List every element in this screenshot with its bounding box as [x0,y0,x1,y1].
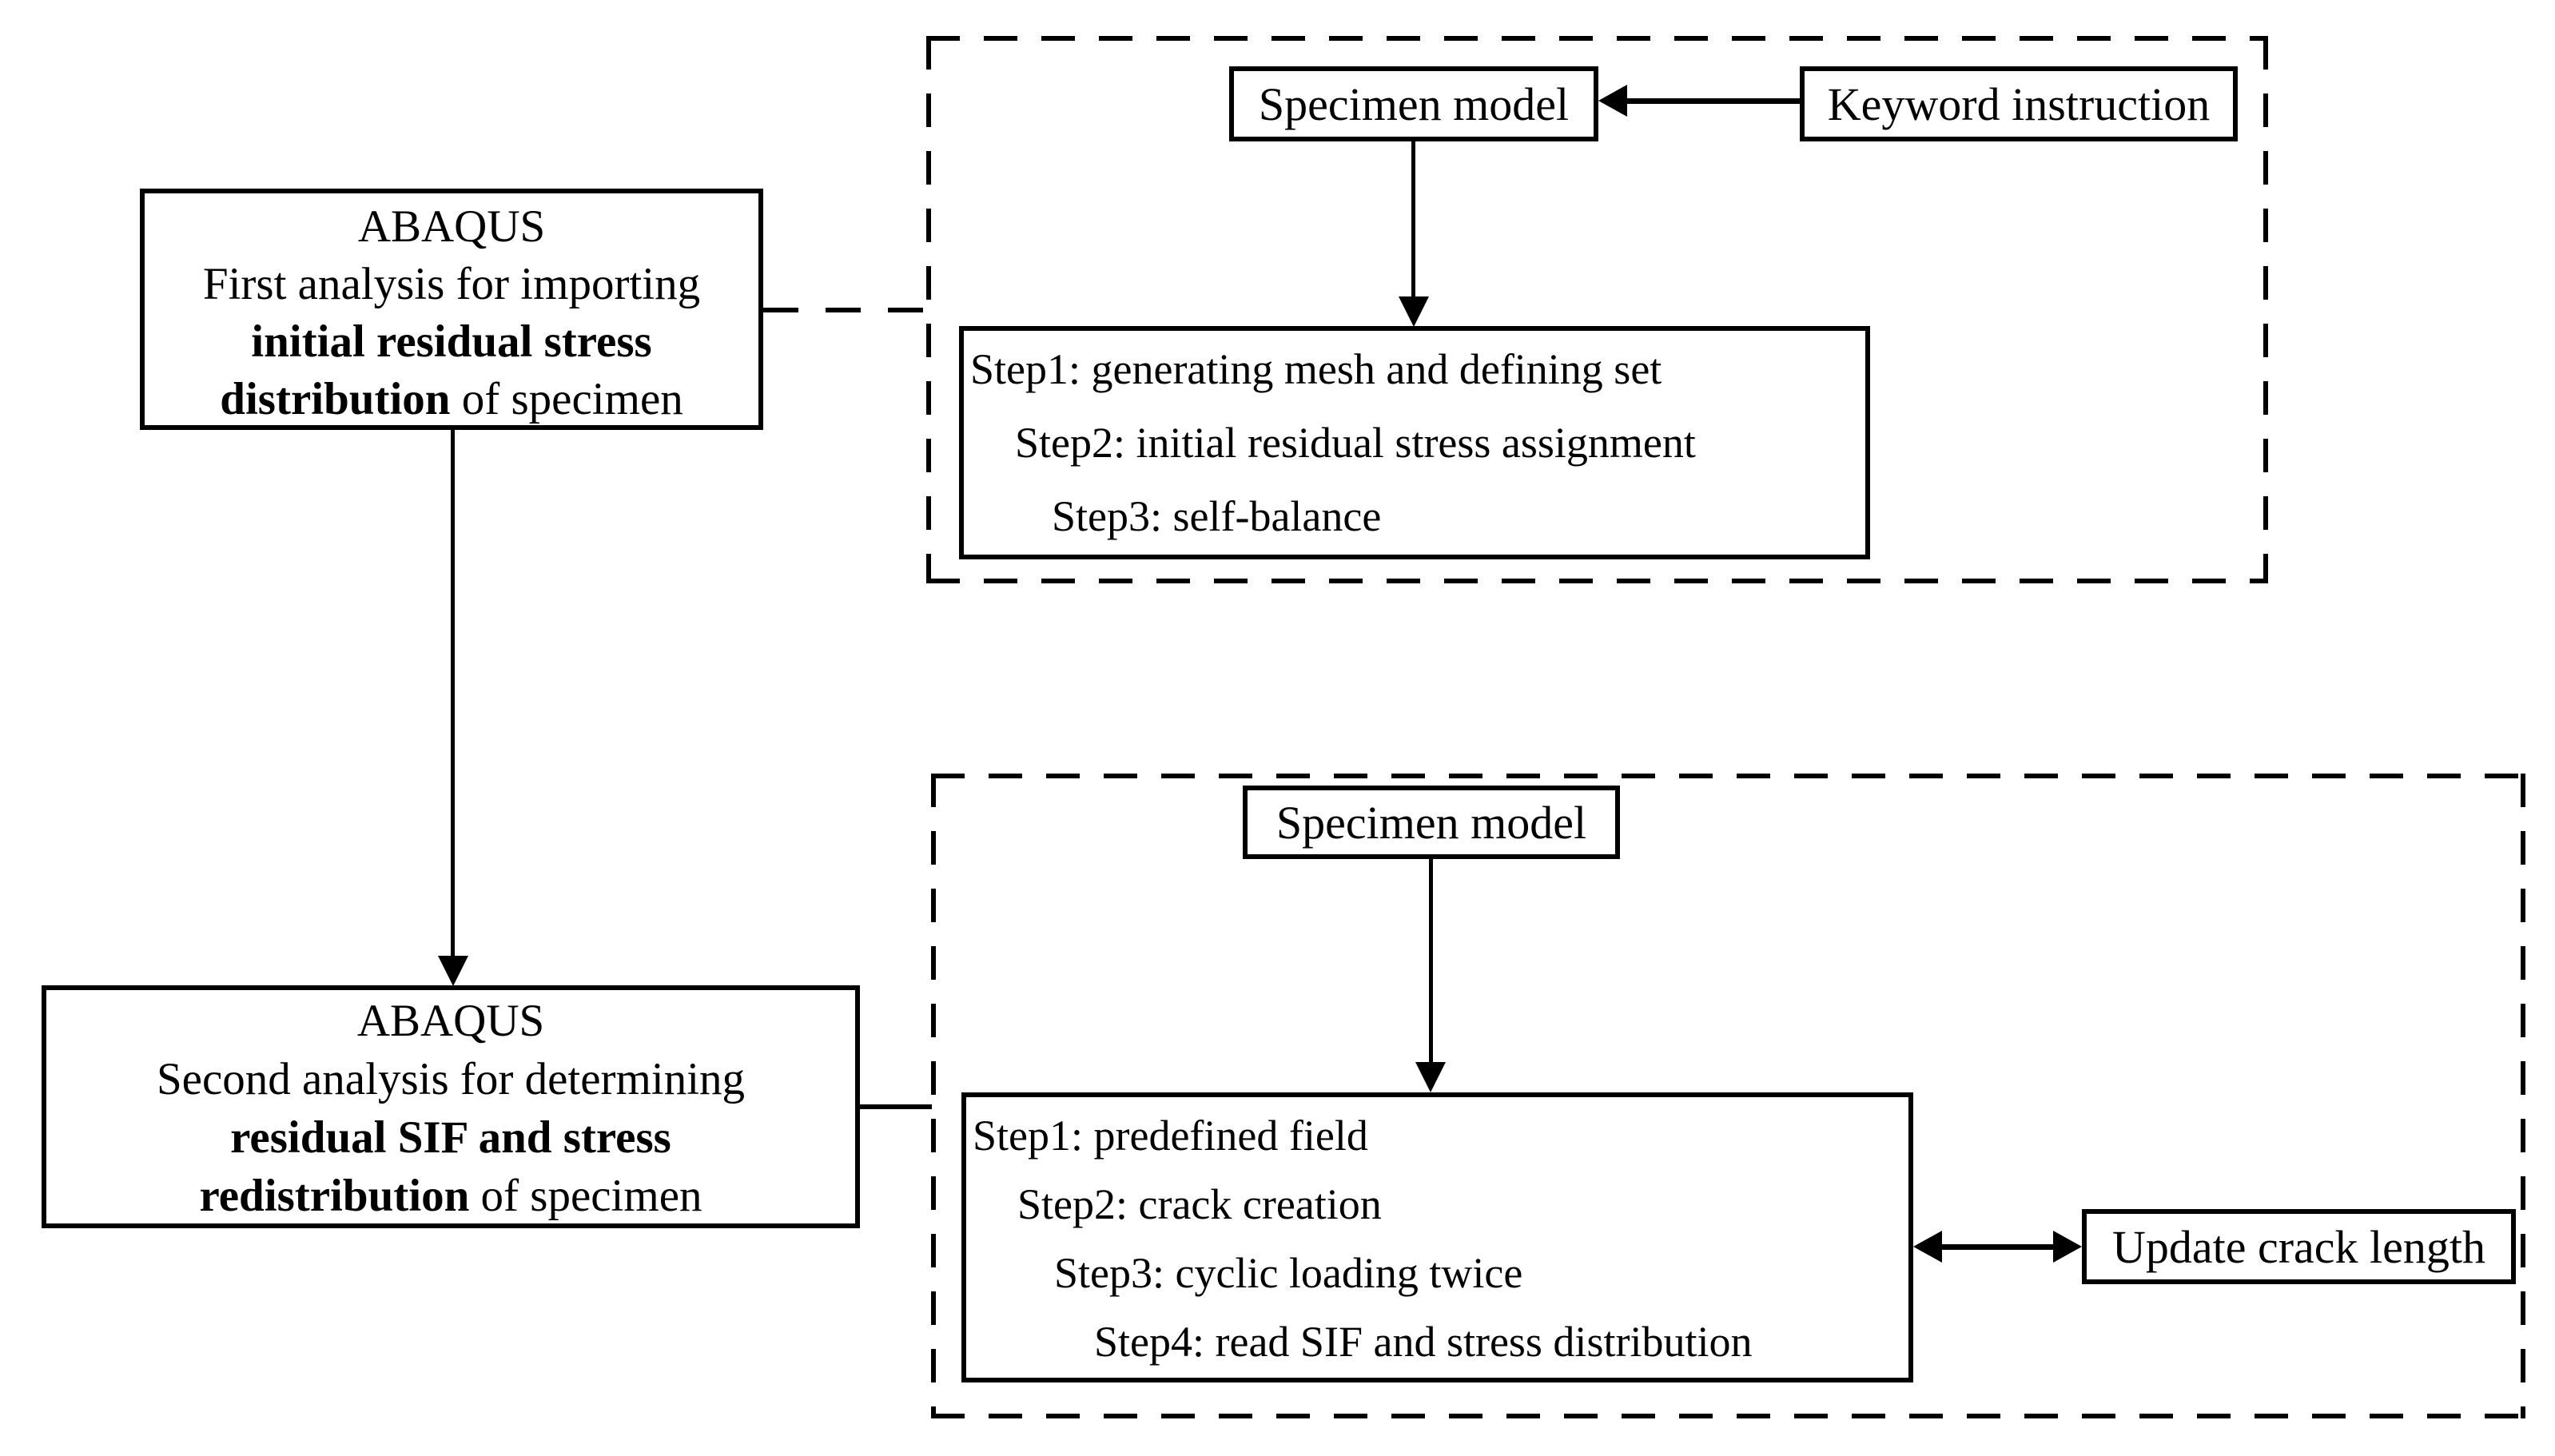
arrow-shaft [1940,1244,2057,1250]
keyword-instruction-label: Keyword instruction [1827,78,2211,130]
update-crack-length-label: Update crack length [2111,1220,2485,1273]
abaqus-first-line4: distribution of specimen [145,371,758,428]
dashed-edge [931,774,2525,778]
arrow-shaft [451,428,455,957]
abaqus-second-title: ABAQUS [356,996,545,1046]
arrow-down-icon [1399,296,1429,327]
abaqus-second-bold-word: redistribution [199,1171,470,1221]
abaqus-first-title: ABAQUS [357,201,546,252]
arrow-shaft [1429,859,1433,1064]
step-line: Step4: read SIF and stress distribution [1094,1318,1753,1366]
step-line: Step1: generating mesh and defining set [970,345,1662,393]
step-line: Step3: cyclic loading twice [1054,1249,1523,1297]
keyword-instruction-box: Keyword instruction [1800,66,2238,141]
second-analysis-dashed-container [931,774,2525,1418]
dashed-edge [926,36,931,583]
arrow-left-icon [1913,1231,1942,1263]
arrow-down-icon [1415,1062,1446,1092]
arrow-shaft [1626,98,1800,104]
first-analysis-steps-box: Step1: generating mesh and defining set … [959,326,1870,559]
specimen-model-bottom-label: Specimen model [1276,796,1587,849]
first-analysis-dashed-container [926,36,2268,583]
abaqus-first-bold-word: distribution [220,374,451,424]
dashed-edge [2263,36,2268,583]
step-line: Step3: self-balance [1052,492,1382,540]
abaqus-second-line4: redistribution of specimen [46,1167,855,1225]
arrow-down-icon [438,956,468,986]
abaqus-first-line4-tail: of specimen [450,374,683,424]
dashed-edge [931,774,936,1418]
step-line: Step2: crack creation [1017,1180,1382,1228]
abaqus-first-bold-line: initial residual stress [251,316,652,367]
step-line: Step1: predefined field [973,1112,1368,1160]
abaqus-second-line4-tail: of specimen [469,1171,702,1221]
abaqus-second-bold-line: residual SIF and stress [230,1112,671,1163]
dashed-edge [926,36,2268,41]
specimen-model-top-label: Specimen model [1258,78,1570,130]
abaqus-second-line2: Second analysis for determining [156,1054,746,1104]
step-line: Step2: initial residual stress assignmen… [1015,419,1696,467]
dashed-edge [2521,774,2525,1418]
specimen-model-bottom-box: Specimen model [1243,786,1620,859]
solid-link-second-analysis [860,1104,932,1109]
dashed-link-first-analysis [763,308,926,312]
arrow-right-icon [2053,1231,2082,1263]
second-analysis-steps-box: Step1: predefined field Step2: crack cre… [961,1092,1913,1382]
abaqus-first-analysis-box: ABAQUS First analysis for importing init… [140,189,763,430]
dashed-edge [931,1414,2525,1418]
arrow-left-icon [1598,85,1627,117]
update-crack-length-box: Update crack length [2082,1209,2516,1284]
abaqus-second-analysis-box: ABAQUS Second analysis for determining r… [42,985,860,1228]
specimen-model-top-box: Specimen model [1229,66,1598,141]
dashed-edge [926,579,2268,583]
arrow-shaft [1411,141,1415,298]
abaqus-first-line2: First analysis for importing [202,259,701,309]
